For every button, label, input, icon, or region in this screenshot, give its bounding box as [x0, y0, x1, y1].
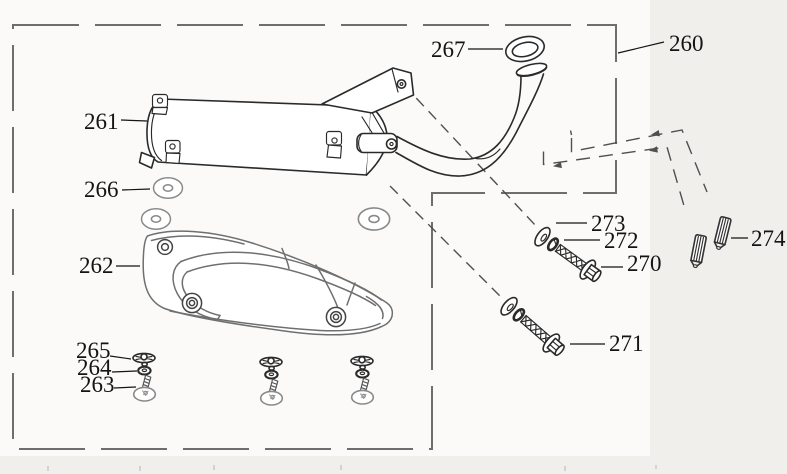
scan-artifacts	[47, 465, 657, 471]
shield-channel-upper	[180, 251, 383, 301]
muffler-261	[138, 67, 415, 176]
callout-261-label: 261	[84, 109, 119, 134]
route-arrowheads	[553, 130, 660, 169]
hanger-bracket	[321, 67, 415, 135]
shield-channel-hook-outer	[172, 260, 219, 321]
callout-267-label: 267	[431, 37, 466, 62]
callout-271-label: 271	[609, 331, 644, 356]
callout-264-label: 264	[77, 355, 112, 380]
shield-crease-1	[281, 247, 290, 270]
pipe-bend-seam	[475, 148, 501, 160]
bolt-271-axis-line	[389, 185, 502, 298]
muffler-bottom-flap	[138, 151, 156, 169]
shield-crease-3	[346, 282, 356, 306]
callout-263: 263	[80, 372, 137, 397]
mount-tab-top-left	[151, 93, 169, 116]
heat-shield-262	[142, 230, 394, 336]
mount-tab-right	[325, 130, 343, 159]
mount-tab-left-lower	[164, 139, 181, 165]
assembly-boundary-260	[12, 24, 617, 450]
shield-boss-1	[156, 238, 174, 256]
guide-lines	[389, 84, 708, 298]
callout-260: 260	[617, 31, 704, 56]
shield-boss-2	[181, 292, 203, 314]
outlet-clamp	[356, 132, 398, 154]
shield-top-rim	[150, 235, 245, 245]
callout-264: 264	[77, 355, 138, 380]
pipe-upper-edge	[396, 74, 522, 160]
washer-266-c	[357, 207, 391, 231]
shield-tip-inner	[365, 295, 384, 320]
washer-266-b	[140, 208, 172, 230]
callout-260-label: 260	[669, 31, 704, 56]
pipe-inlet-flange	[515, 62, 548, 77]
callout-270-label: 270	[627, 251, 662, 276]
bottom-margin-shade	[0, 456, 787, 474]
stud-route-lower	[542, 146, 686, 208]
callouts: 260 261 262 263 264 265 266 267	[76, 31, 786, 397]
washer-266-a	[152, 177, 184, 199]
callout-261: 261	[84, 109, 148, 134]
shield-channel-lower	[186, 262, 377, 307]
callout-265: 265	[76, 338, 132, 363]
callout-266-label: 266	[84, 177, 119, 202]
callout-271: 271	[570, 331, 644, 356]
shield-hook-end	[216, 314, 221, 321]
callout-266: 266	[84, 177, 151, 202]
shield-crease-2	[315, 264, 339, 309]
callout-274-label: 274	[751, 226, 786, 251]
exhaust-pipe	[395, 62, 548, 177]
callout-262-label: 262	[79, 253, 114, 278]
callout-273-label: 273	[591, 211, 626, 236]
callout-274: 274	[731, 226, 786, 251]
callout-265-label: 265	[76, 338, 111, 363]
shield-boss-3	[325, 306, 347, 328]
gasket-267	[505, 35, 545, 63]
bolt-270-axis-line	[403, 84, 537, 227]
callout-262: 262	[79, 253, 140, 278]
shield-bottom-rim	[169, 310, 381, 332]
callout-272: 272	[564, 228, 639, 253]
callout-272-label: 272	[604, 228, 639, 253]
callout-267: 267	[431, 37, 503, 62]
stud-route-upper	[569, 129, 708, 193]
callout-263-label: 263	[80, 372, 115, 397]
callout-273: 273	[556, 211, 626, 236]
callout-270: 270	[601, 251, 662, 276]
pipe-lower-edge	[395, 73, 545, 177]
